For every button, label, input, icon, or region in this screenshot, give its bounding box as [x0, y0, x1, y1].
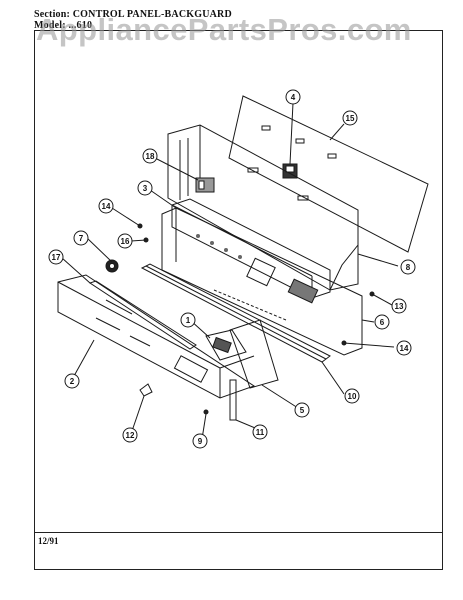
callout-circles [48, 89, 416, 449]
callout-13: 13 [395, 302, 404, 311]
callout-4: 4 [291, 93, 296, 102]
callout-9: 9 [198, 437, 203, 446]
callout-7: 7 [79, 234, 84, 243]
trim-strip [140, 263, 331, 363]
callout-8: 8 [406, 263, 411, 272]
callout-2: 2 [70, 377, 75, 386]
section-label: Section: [34, 9, 71, 20]
trim-tube [88, 280, 197, 350]
footer-divider [34, 532, 443, 533]
control-knob [105, 259, 119, 273]
model-value: ...610 [68, 20, 93, 31]
callout-3: 3 [143, 184, 148, 193]
callout-17: 17 [52, 253, 61, 262]
backguard-housing [167, 124, 359, 291]
callout-10: 10 [348, 392, 357, 401]
support-rod [229, 379, 237, 421]
footer-date-code: 12/91 [38, 536, 59, 546]
model-header: Model: ...610 [34, 20, 92, 31]
callout-15: 15 [346, 114, 355, 123]
bracket [195, 177, 215, 193]
watermark-text: AppliancePartsPros.com [36, 12, 412, 47]
callout-14-top: 14 [102, 202, 111, 211]
callout-18: 18 [146, 152, 155, 161]
callout-5: 5 [300, 406, 305, 415]
display-glass [229, 319, 279, 389]
model-label: Model: [34, 20, 66, 31]
rocker-switch [282, 163, 298, 179]
callout-1: 1 [186, 316, 191, 325]
front-console-panel [161, 207, 363, 356]
callout-12: 12 [126, 431, 135, 440]
callout-11: 11 [256, 428, 265, 437]
rear-cover-plate [228, 95, 429, 253]
diagram-frame [34, 30, 443, 570]
clock-timer [205, 329, 247, 361]
callout-14-bottom: 14 [400, 344, 409, 353]
control-overlay [57, 274, 256, 399]
small-knob [139, 383, 153, 397]
section-value: CONTROL PANEL-BACKGUARD [72, 9, 232, 20]
section-header: Section: CONTROL PANEL-BACKGUARD [34, 9, 232, 20]
callout-16: 16 [121, 237, 130, 246]
callout-6: 6 [380, 318, 385, 327]
